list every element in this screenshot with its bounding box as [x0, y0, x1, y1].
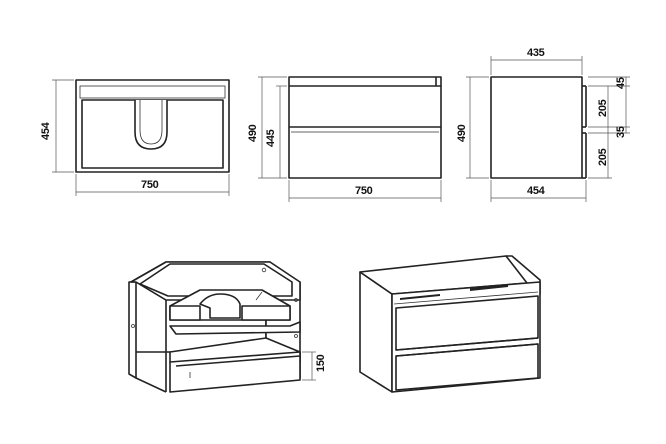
- dim-side-height: 490: [456, 124, 468, 142]
- dim-front-total-height: 490: [247, 124, 259, 142]
- dim-top-width: 750: [141, 179, 159, 191]
- iso-closed-cabinet: [359, 255, 541, 393]
- top-view: 454 750: [40, 79, 230, 196]
- dim-front-width: 750: [355, 185, 373, 197]
- iso-open-cabinet: 150: [128, 261, 327, 393]
- sink-cutout: [134, 100, 168, 150]
- dim-side-drawer-1: 205: [597, 99, 609, 117]
- dim-drawer-height: 150: [315, 354, 327, 372]
- dim-top-depth: 454: [40, 121, 52, 140]
- dim-side-top-gap: 45: [615, 77, 627, 89]
- side-view: 435 490 45 205 35 205 454: [456, 47, 630, 202]
- dim-side-middle-gap: 35: [615, 126, 627, 138]
- dim-side-bottom-depth: 454: [527, 185, 546, 197]
- front-view: 490 445 750: [247, 76, 442, 202]
- dim-front-body-height: 445: [265, 129, 277, 147]
- dim-side-drawer-2: 205: [597, 148, 609, 166]
- upper-drawer-cutout: [199, 293, 241, 319]
- dim-side-top-depth: 435: [527, 47, 545, 59]
